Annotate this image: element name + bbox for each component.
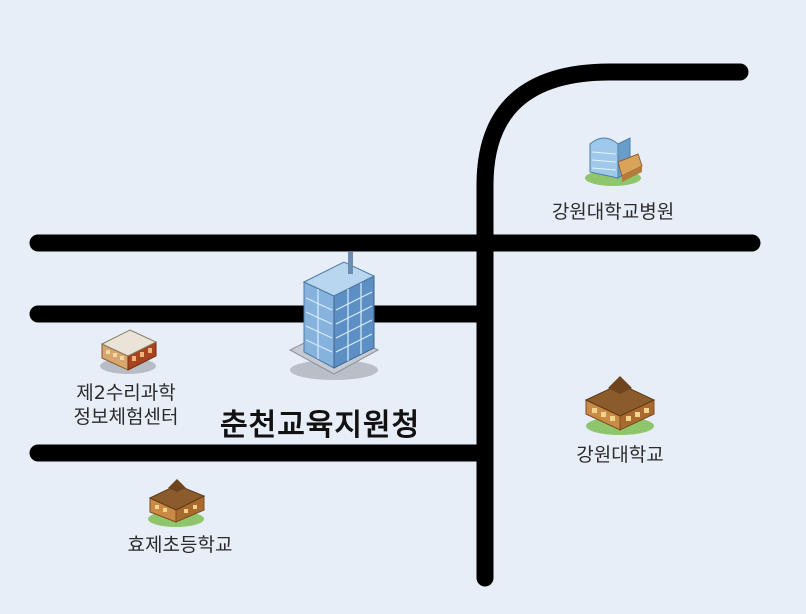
science-center-building-icon xyxy=(100,329,158,374)
university-label: 강원대학교 xyxy=(576,444,664,466)
science-center-label-line2: 정보체험센터 xyxy=(73,406,179,428)
school-building-icon xyxy=(148,479,206,527)
university-building-icon xyxy=(584,376,656,435)
science-center-label-line1: 제2수리과학 xyxy=(76,382,176,404)
science-center-label: 제2수리과학 정보체험센터 xyxy=(50,381,202,429)
hospital-label: 강원대학교병원 xyxy=(551,201,675,223)
main-office-label: 춘천교육지원청 xyxy=(220,408,421,443)
hospital-building-icon xyxy=(585,137,643,186)
office-tower-icon xyxy=(288,252,380,380)
road-vertical-curved xyxy=(476,63,749,587)
elementary-school-label: 효제초등학교 xyxy=(127,534,233,556)
